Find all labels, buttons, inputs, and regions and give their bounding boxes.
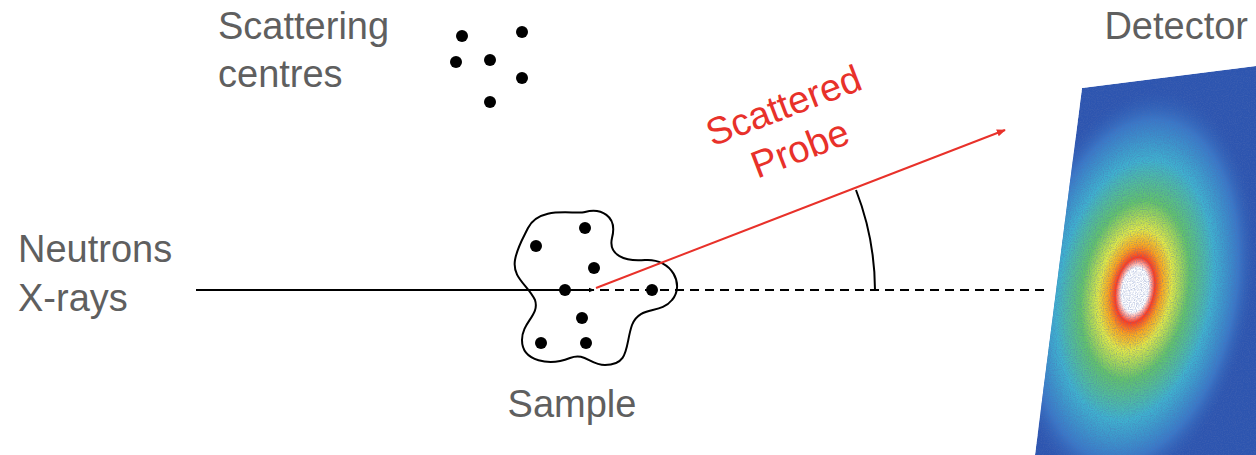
sample-outline: [515, 211, 677, 365]
scattering-dot: [535, 337, 547, 349]
probe-label: Neutrons: [18, 227, 172, 273]
incident-beam: [196, 289, 594, 291]
detector-image: [981, 60, 1256, 455]
scattering-dot: [559, 284, 571, 296]
scattering-dot: [530, 240, 542, 252]
scattering-dot: [516, 26, 528, 38]
scattering-dot: [484, 96, 496, 108]
transmitted-beam: [600, 289, 1050, 291]
sample-label: Sample: [508, 382, 637, 428]
scattering-dot: [588, 262, 600, 274]
scattering-angle-arc: [856, 190, 875, 290]
scattering-dot: [484, 54, 496, 66]
scattering-centres-label: Scattering centres: [218, 2, 433, 98]
detector-noise: [1030, 60, 1256, 455]
scattering-dot: [516, 72, 528, 84]
scattering-dot: [579, 222, 591, 234]
scattering-dot: [580, 337, 592, 349]
scattering-dot: [576, 312, 588, 324]
sample-scatterers: [530, 222, 658, 349]
probe-label: X-rays: [18, 276, 128, 322]
scattering-dot: [450, 56, 462, 68]
scattering-centres-key: [450, 26, 528, 108]
detector-label: Detector: [1104, 4, 1248, 50]
scattered-probe-label: Scattered Probe: [682, 50, 901, 207]
scattering-dot: [456, 30, 468, 42]
scattering-dot: [646, 284, 658, 296]
